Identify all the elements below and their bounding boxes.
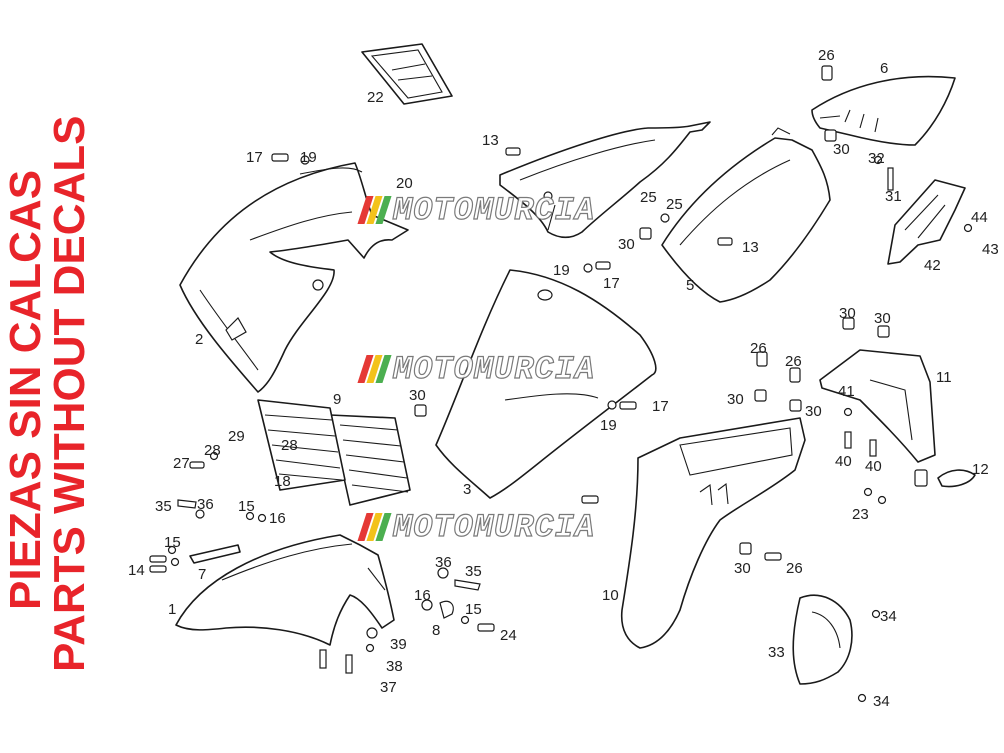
callout-6: 6 (880, 60, 888, 77)
callout-16b: 16 (414, 587, 431, 604)
callout-36b: 36 (435, 554, 452, 571)
part-1-front-mudguard (175, 534, 395, 646)
callout-32: 32 (868, 150, 885, 167)
part-6-rear-cowl (811, 75, 956, 146)
callout-labels: 1 2 3 5 6 7 8 9 10 11 12 13 13 14 15 15 … (128, 47, 999, 710)
callout-19c: 19 (600, 417, 617, 434)
callout-30d: 30 (874, 310, 891, 327)
callout-30c: 30 (839, 305, 856, 322)
callout-42: 42 (924, 257, 941, 274)
part-22-decal-sheet (361, 43, 453, 105)
callout-26c: 26 (785, 353, 802, 370)
callout-3: 3 (463, 481, 471, 498)
callout-15c: 15 (465, 601, 482, 618)
callout-26a: 26 (818, 47, 835, 64)
callout-13a: 13 (482, 132, 499, 149)
callout-24: 24 (500, 627, 517, 644)
part-33-chain-guard (792, 594, 853, 685)
callout-30g: 30 (805, 403, 822, 420)
callout-16a: 16 (269, 510, 286, 527)
callout-18: 18 (274, 473, 291, 490)
part-42-bracket (887, 179, 966, 265)
callout-30b: 30 (618, 236, 635, 253)
callout-20: 20 (396, 175, 413, 192)
callout-26d: 26 (786, 560, 803, 577)
callout-26b: 26 (750, 340, 767, 357)
callout-19b: 19 (553, 262, 570, 279)
callout-30a: 30 (833, 141, 850, 158)
callout-11: 11 (936, 369, 952, 386)
callout-28a: 28 (204, 442, 221, 459)
callout-34b: 34 (873, 693, 890, 710)
callout-17b: 17 (603, 275, 620, 292)
callout-22: 22 (367, 89, 384, 106)
callout-38: 38 (386, 658, 403, 675)
callout-7: 7 (198, 566, 206, 583)
part-29-grille (257, 399, 346, 491)
part-2-left-shroud (179, 162, 409, 393)
callout-15b: 15 (164, 534, 181, 551)
part-12-reflector (937, 469, 976, 488)
callout-29: 29 (228, 428, 245, 445)
callout-44: 44 (971, 209, 988, 226)
callout-30h: 30 (734, 560, 751, 577)
part-10-rear-mudguard (620, 417, 806, 649)
callout-31: 31 (885, 188, 902, 205)
part-13-rail-upper (499, 121, 711, 239)
callout-12: 12 (972, 461, 989, 478)
callout-10: 10 (602, 587, 619, 604)
callout-14: 14 (128, 562, 145, 579)
callout-30f: 30 (727, 391, 744, 408)
callout-28b: 28 (281, 437, 298, 454)
callout-15a: 15 (238, 498, 255, 515)
callout-39: 39 (390, 636, 407, 653)
part-11-tail (819, 349, 936, 463)
callout-34a: 34 (880, 608, 897, 625)
callout-17a: 17 (246, 149, 263, 166)
callout-9: 9 (333, 391, 341, 408)
callout-27: 27 (173, 455, 190, 472)
callout-25a: 25 (640, 189, 657, 206)
callout-19a: 19 (300, 149, 317, 166)
callout-13b: 13 (742, 239, 759, 256)
callout-17c: 17 (652, 398, 669, 415)
callout-35b: 35 (465, 563, 482, 580)
callout-35a: 35 (155, 498, 172, 515)
callout-37: 37 (380, 679, 397, 696)
callout-30e: 30 (409, 387, 426, 404)
callout-33: 33 (768, 644, 785, 661)
callout-40b: 40 (865, 458, 882, 475)
part-3-number-plate (435, 269, 657, 499)
callout-36a: 36 (197, 496, 214, 513)
callout-43: 43 (982, 241, 999, 258)
callout-25b: 25 (666, 196, 683, 213)
part-20-shroud-edge (299, 167, 363, 175)
part-7-strip (189, 544, 241, 564)
part-9-radiator-grille (329, 414, 411, 506)
callout-1: 1 (168, 601, 176, 618)
callout-5: 5 (686, 277, 694, 294)
callout-41: 41 (838, 383, 855, 400)
callout-23: 23 (852, 506, 869, 523)
callout-8: 8 (432, 622, 440, 639)
part-5-right-panel (661, 127, 831, 303)
fasteners (149, 65, 973, 703)
callout-2: 2 (195, 331, 203, 348)
callout-40a: 40 (835, 453, 852, 470)
